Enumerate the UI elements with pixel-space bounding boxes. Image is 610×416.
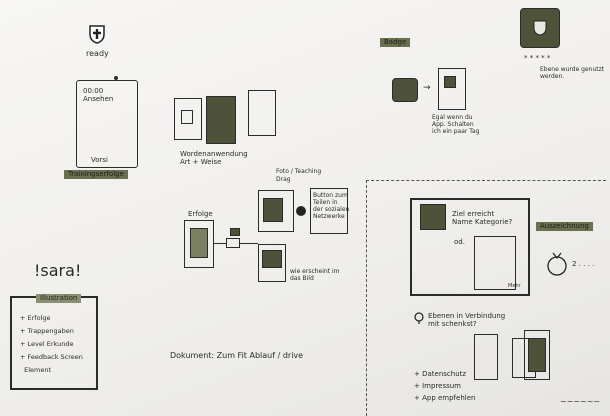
flow-phone-a (474, 334, 498, 380)
widget-card-1-icon (181, 110, 193, 124)
pin-note: Ebenen in Verbindung mit schenkst? (428, 312, 506, 328)
teilen-button-note: Button zum Teilen in der sozialen Netzwe… (313, 192, 350, 220)
erfolge-label: Erfolge (188, 210, 213, 218)
teilen-phone-image (263, 198, 283, 222)
logo-label: ready (86, 49, 109, 58)
signature: ~~~~~~ (560, 397, 601, 406)
pin-icon (414, 312, 424, 324)
shield-logo-icon (89, 25, 105, 44)
training-tag: Trainingserfolge (64, 170, 128, 179)
badge-top-note: Ebene wurde genutzt werden. (540, 66, 605, 80)
badge-tag: Badge (380, 38, 411, 47)
badge-note: Egal wenn du App. Schalten ich ein paar … (432, 114, 480, 135)
illustration-tag: Illustration (36, 294, 82, 303)
erfolge-phone (184, 220, 214, 268)
auszeichnung-frame (410, 198, 530, 296)
medal-icon (547, 252, 567, 276)
flow-phone-c (524, 330, 550, 380)
flow-connector-1 (214, 243, 226, 245)
phone-time: 00:00 (83, 87, 104, 95)
phone-footer: Vorsi (91, 156, 108, 164)
erfolge-phone-grid (190, 228, 208, 258)
badge-phone-icon (444, 76, 456, 88)
teilen-button-note-box (310, 188, 348, 234)
flow-phone-c-image (528, 338, 546, 372)
wie-erscheint-note: wie erscheint im das Bild (290, 268, 340, 282)
teilen-dot (296, 206, 306, 216)
teilen-phone (258, 190, 294, 232)
flow-small-box-2 (230, 228, 240, 236)
widget-card-2 (206, 96, 236, 144)
badge-arrow: → (423, 83, 431, 93)
auszeichnung-tag: Auszeichnung (536, 222, 593, 231)
teilen-title: Foto / Teaching Drag (276, 168, 322, 183)
bullets-bottom-right: + Datenschutz + Impressum + App empfehle… (414, 370, 476, 402)
phone-mockup-main: 00:00 Ansehen Vorsi (76, 80, 138, 168)
phone-dot (114, 76, 118, 80)
wie-phone-image (262, 250, 282, 268)
badge-stars: * * * * * (524, 54, 551, 62)
rank-note: 2 . . . . (572, 260, 595, 268)
illustration-list: + Erfolge + Trappengaben + Level Erkunde… (20, 314, 83, 374)
widget-card-3 (248, 90, 276, 136)
flow-connector-2 (240, 243, 258, 245)
phone-subtitle: Ansehen (83, 95, 114, 103)
auszeichnung-title: Ziel erreicht Name Kategorie? (452, 210, 513, 226)
section-divider-v (366, 180, 367, 416)
auszeichnung-more: Mehr (508, 283, 521, 289)
document-note: Dokument: Zum Fit Ablauf / drive (170, 351, 304, 360)
wie-phone (258, 244, 286, 282)
auszeichnung-badge (420, 204, 446, 230)
widget-note: Wordenanwendung Art + Weise (180, 150, 248, 166)
shield-badge-icon (533, 20, 547, 36)
section-divider-h (366, 180, 606, 181)
auszeichnung-phone (474, 236, 516, 290)
badge-small-card (392, 78, 418, 102)
badge-phone (438, 68, 466, 110)
flow-small-box-1 (226, 238, 240, 248)
auszeichnung-sub: od. (454, 238, 465, 246)
widget-card-1 (174, 98, 202, 140)
sara-label: !sara! (34, 261, 82, 280)
